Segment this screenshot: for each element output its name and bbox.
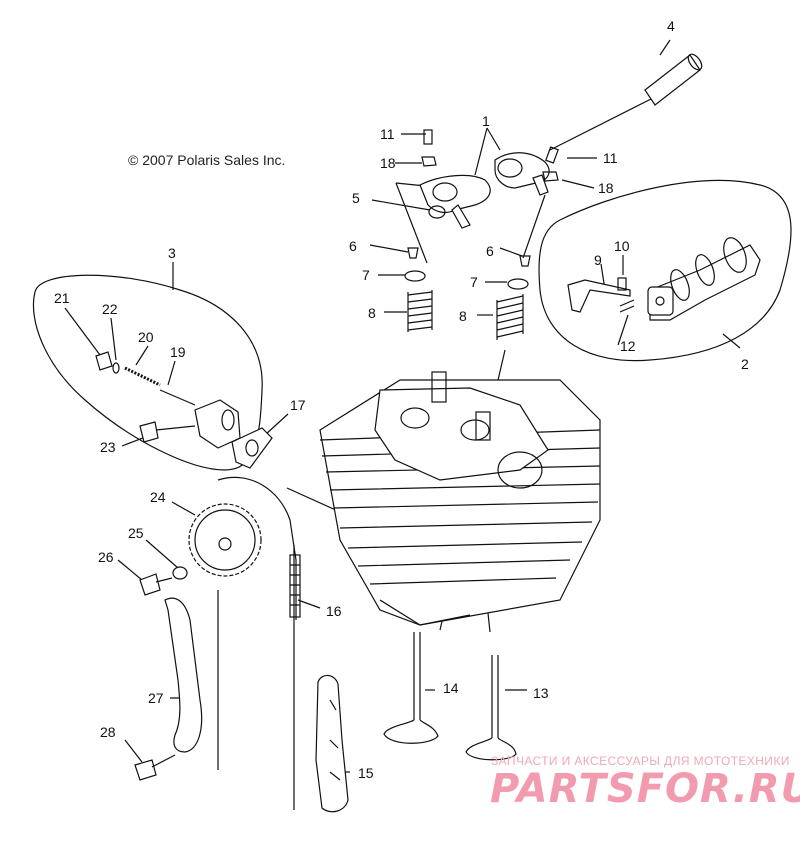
callout-28: 28 xyxy=(100,724,116,740)
callout-5: 5 xyxy=(352,190,360,206)
callout-9: 9 xyxy=(594,252,602,268)
part-21-plug xyxy=(95,351,113,371)
callout-23: 23 xyxy=(100,439,116,455)
callout-24: 24 xyxy=(150,489,166,505)
part-17-gasket xyxy=(231,427,273,469)
callout-18b: 18 xyxy=(598,180,614,196)
callout-20: 20 xyxy=(138,329,154,345)
part-16-cam-chain xyxy=(217,476,301,620)
part-19-plunger xyxy=(159,389,196,406)
part-23-bolt xyxy=(139,421,196,443)
callout-19: 19 xyxy=(170,344,186,360)
part-20-spring xyxy=(124,366,161,387)
callout-labels: 1 2 3 4 5 6 6 7 7 8 8 9 10 11 11 12 13 1… xyxy=(54,18,749,781)
callout-7a: 7 xyxy=(362,267,370,283)
cylinder-head xyxy=(319,371,601,626)
part-5-washer xyxy=(428,205,446,219)
part-9-lever xyxy=(567,279,631,313)
callout-7b: 7 xyxy=(470,274,478,290)
part-camshaft xyxy=(647,237,761,321)
callout-15: 15 xyxy=(358,765,374,781)
watermark-tagline: ЗАПЧАСТИ И АКСЕССУАРЫ ДЛЯ МОТОТЕХНИКИ xyxy=(491,754,790,768)
part-13-exhaust-valve xyxy=(465,655,517,761)
callout-1: 1 xyxy=(482,113,490,129)
part-24-sprocket xyxy=(188,503,262,577)
part-28-bolt xyxy=(134,754,176,781)
part-11-adjusters xyxy=(423,129,559,164)
part-27-chain-guide xyxy=(164,597,203,753)
part-8-springs xyxy=(407,290,524,340)
callout-14: 14 xyxy=(443,680,459,696)
part-7-retainers xyxy=(404,270,529,290)
callout-11a: 11 xyxy=(380,126,395,142)
part-12-pin xyxy=(619,299,635,313)
part-15-chain-guide xyxy=(315,674,349,813)
part-4-pin xyxy=(644,53,703,106)
callout-4: 4 xyxy=(667,18,675,34)
callout-21: 21 xyxy=(54,290,70,306)
part-6-keepers xyxy=(407,247,531,267)
callout-2: 2 xyxy=(741,356,749,372)
callout-11b: 11 xyxy=(603,150,618,166)
group-outline-camshaft xyxy=(538,179,792,362)
part-26-bolt xyxy=(139,573,173,596)
part-25-washer xyxy=(172,566,188,580)
callout-12: 12 xyxy=(620,338,636,354)
callout-16: 16 xyxy=(326,603,342,619)
callout-8b: 8 xyxy=(459,308,467,324)
callout-6a: 6 xyxy=(349,238,357,254)
copyright-notice: © 2007 Polaris Sales Inc. xyxy=(128,152,286,168)
part-22-washer xyxy=(112,362,120,374)
callout-25: 25 xyxy=(128,525,144,541)
callout-6b: 6 xyxy=(486,243,494,259)
part-14-intake-valve xyxy=(383,632,439,744)
callout-27: 27 xyxy=(148,690,164,706)
part-1-rocker-arms xyxy=(419,152,550,229)
part-10-spring xyxy=(617,277,627,291)
callout-18a: 18 xyxy=(380,155,396,171)
callout-13: 13 xyxy=(533,685,549,701)
callout-3: 3 xyxy=(168,245,176,261)
callout-22: 22 xyxy=(102,301,118,317)
callout-26: 26 xyxy=(98,549,114,565)
part-18-nuts xyxy=(421,156,559,182)
callout-17: 17 xyxy=(290,397,306,413)
watermark-logo: PARTSFOR.RU xyxy=(490,766,800,812)
callout-8a: 8 xyxy=(368,305,376,321)
callout-10: 10 xyxy=(614,238,630,254)
